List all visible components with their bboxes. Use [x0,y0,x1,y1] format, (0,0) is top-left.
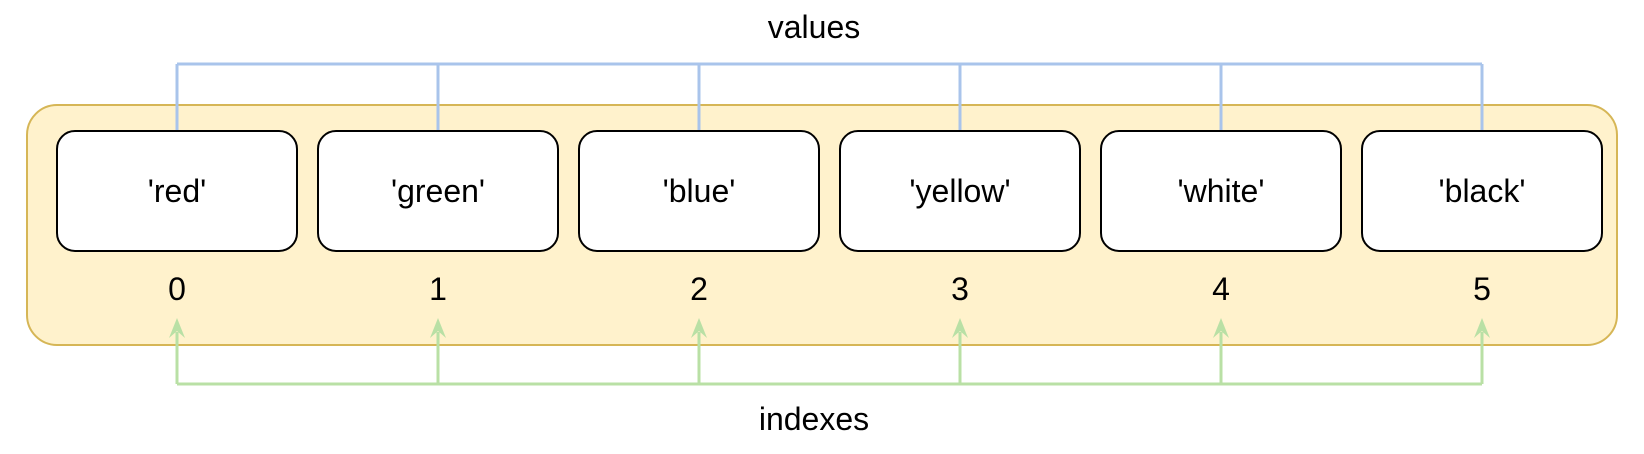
list-cells: 'red' 0 'green' 1 'blue' 2 'yellow' 3 'white' 4 'b… [56,130,1603,307]
cell-value: 'blue' [663,173,736,209]
indexes-label: indexes [759,401,869,437]
cell-index: 4 [1212,271,1230,307]
cell-index: 0 [168,271,186,307]
list-cell: 'blue' [578,130,820,252]
cell-index: 2 [690,271,708,307]
cell-value: 'red' [148,173,206,209]
cell-value: 'green' [391,173,485,209]
cell-box [317,130,559,252]
list-cell: 'green' [317,130,559,252]
cell-value: 'white' [1178,173,1265,209]
cell-box [578,130,820,252]
cell-value: 'yellow' [909,173,1010,209]
indexes-arrowhead [1474,318,1490,338]
indexes-arrowhead [952,318,968,338]
list-cell: 'white' [1100,130,1342,252]
cell-index: 3 [951,271,969,307]
values-label: values [768,9,861,45]
cell-box [56,130,298,252]
list-cell: 'black' [1361,130,1603,252]
indexes-arrowhead [691,318,707,338]
list-cell: 'red' [56,130,298,252]
cell-box [1361,130,1603,252]
indexes-arrowhead [430,318,446,338]
cell-box [839,130,1081,252]
list-cell: 'yellow' [839,130,1081,252]
indexes-connector [169,318,1490,386]
cell-index: 5 [1473,271,1491,307]
cell-box [1100,130,1342,252]
indexes-arrowhead [169,318,185,338]
cell-index: 1 [429,271,447,307]
cell-value: 'black' [1439,173,1526,209]
indexes-arrowhead [1213,318,1229,338]
